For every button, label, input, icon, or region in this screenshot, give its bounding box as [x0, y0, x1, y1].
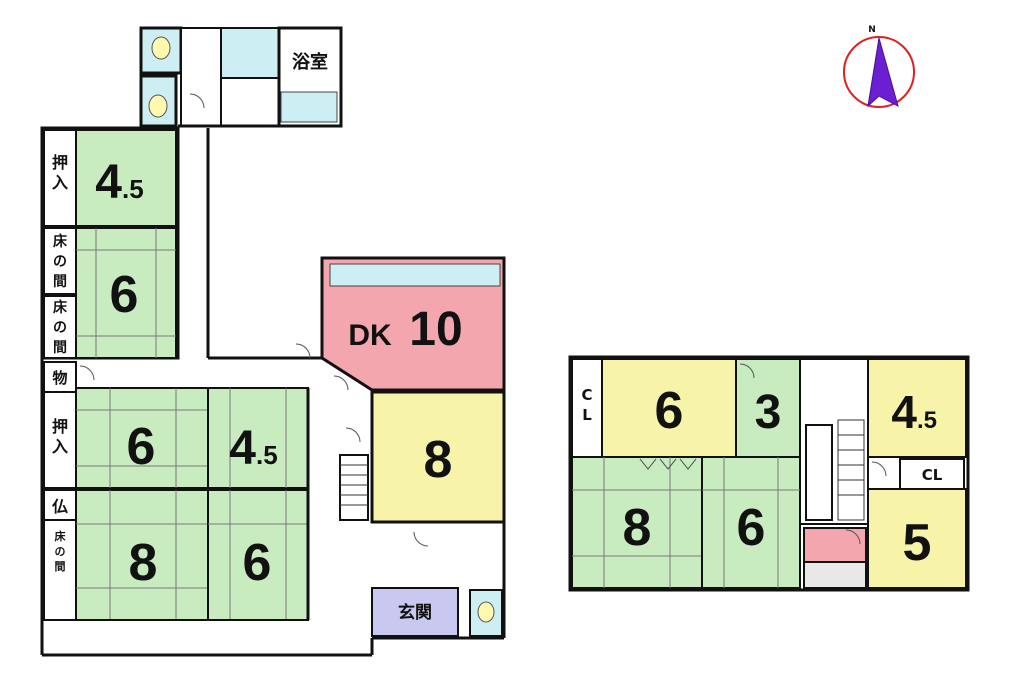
- tokonoma-room: [43, 519, 77, 621]
- entrance-label: 玄関: [398, 602, 432, 623]
- tatami-room-6: [207, 489, 309, 621]
- room-size-label: 6: [110, 266, 139, 324]
- entrance-room: [371, 587, 459, 637]
- tokonoma-label-char: 床: [53, 299, 68, 316]
- room-size-label: 5: [903, 514, 932, 572]
- door-swing: [189, 93, 205, 109]
- tatami-room-3: [735, 358, 801, 458]
- door-swing: [845, 529, 861, 545]
- tatami-room-8: [571, 456, 703, 589]
- tatami-room-6: [75, 387, 209, 489]
- closet-label-char: 入: [52, 437, 68, 456]
- toilet-icon: [477, 601, 495, 623]
- room-size-label: 3: [755, 386, 782, 439]
- closet-label-char: L: [582, 406, 592, 424]
- bath-label: 浴室: [292, 51, 328, 73]
- room-size-label: 8: [129, 534, 158, 592]
- tatami-room-4-5: [75, 129, 177, 227]
- tokonoma-label-char: 間: [53, 340, 67, 356]
- closet-label-char: 押: [52, 153, 68, 172]
- washbasin: [803, 561, 867, 589]
- room-size-label: 8: [424, 431, 453, 489]
- tokonoma-label-char: 間: [55, 560, 66, 573]
- north-arrow-icon: [867, 37, 899, 108]
- tokonoma-label-char: 床: [55, 529, 67, 543]
- compass: N: [843, 25, 915, 108]
- western-room-5: [867, 488, 967, 589]
- hallway: [180, 27, 222, 127]
- tokonoma-room: [43, 295, 77, 359]
- door-swing: [871, 461, 887, 477]
- room-size-decimal: .5: [917, 407, 937, 434]
- closet-room: [43, 391, 77, 489]
- toilet-room: [803, 527, 867, 563]
- room-size-label: 8: [623, 499, 652, 557]
- closet-room: [43, 129, 77, 227]
- tatami-room-6: [701, 456, 801, 589]
- door-swing: [333, 375, 349, 391]
- storage-label: 物: [52, 369, 67, 387]
- door-swing: [345, 427, 361, 443]
- door-swing: [295, 343, 311, 359]
- room-size-decimal: .5: [256, 440, 278, 470]
- folding-door: [639, 458, 697, 470]
- tatami-room-8: [75, 489, 209, 621]
- western-room-4-5: [867, 358, 967, 458]
- stairs: [339, 454, 369, 521]
- kitchen-counter-icon: [329, 263, 501, 287]
- toilet-icon: [151, 36, 171, 60]
- door-swing: [413, 531, 429, 547]
- door-swing: [739, 363, 755, 379]
- room-size-label: 6: [127, 418, 156, 476]
- room-size-label: 4: [95, 156, 122, 209]
- compass-north-label: N: [868, 25, 876, 35]
- closet-label-char: 入: [52, 173, 68, 192]
- door-swing: [79, 365, 95, 381]
- tokonoma-label-char: 床: [53, 233, 68, 250]
- closet-room: [571, 358, 603, 458]
- washroom: [220, 27, 280, 79]
- closet-label-char: 押: [52, 417, 68, 436]
- bathtub-icon: [280, 91, 338, 123]
- tokonoma-room: [43, 227, 77, 295]
- first-floor: 浴室 押 入 4 .5 床 の 間 床 の 間 6 物: [40, 26, 508, 657]
- closet-label: CL: [922, 466, 943, 484]
- room-size-label: 6: [243, 534, 272, 592]
- stairs: [837, 419, 865, 521]
- tokonoma-label-char: の: [53, 254, 67, 270]
- stairs-void: [805, 424, 833, 521]
- toilet-icon: [148, 94, 168, 118]
- butsuma-label: 仏: [52, 497, 68, 516]
- tokonoma-label-char: 間: [53, 274, 67, 290]
- tokonoma-label-char: の: [55, 545, 66, 558]
- room-size-label: 4: [229, 422, 256, 475]
- room-size-label: 6: [655, 382, 684, 440]
- tokonoma-label-char: の: [53, 320, 67, 336]
- second-floor: C L 6 3 4 .5 CL 8: [568, 355, 970, 592]
- tatami-room-4-5: [207, 387, 309, 489]
- closet-label-char: C: [581, 386, 592, 404]
- dk-prefix-label: DK: [348, 319, 392, 352]
- dk-size-label: 10: [409, 303, 462, 356]
- storage-room: [43, 361, 77, 393]
- room-size-label: 6: [737, 499, 766, 557]
- room-size-label: 4: [891, 386, 917, 438]
- room-size-decimal: .5: [122, 174, 144, 204]
- dining-kitchen: [320, 256, 506, 392]
